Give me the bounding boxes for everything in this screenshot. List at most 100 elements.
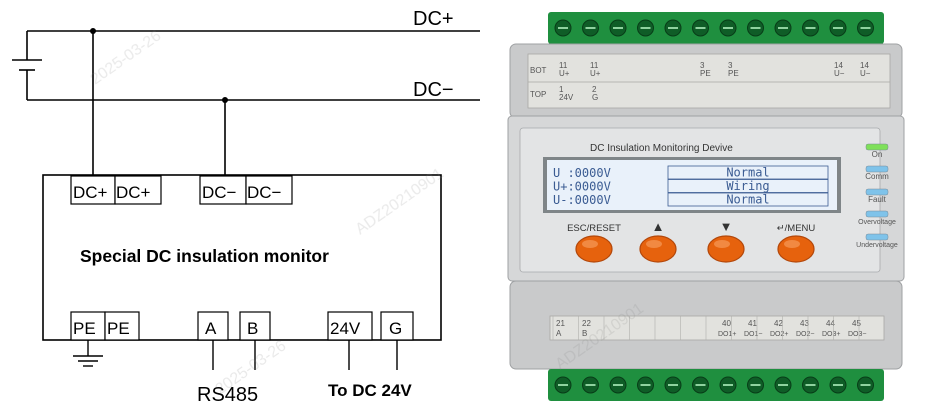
terminal-number: 3 xyxy=(700,61,705,70)
led-on: On xyxy=(865,143,889,159)
terminal-24v: 24V xyxy=(330,319,361,338)
lcd-screen xyxy=(547,160,837,210)
terminal-dc-minus-2: DC− xyxy=(247,183,282,202)
lcd-status-box xyxy=(667,179,829,193)
led-overvoltage: Overvoltage xyxy=(858,210,896,226)
screw-icon xyxy=(719,19,737,37)
terminal-label: DO2− xyxy=(796,331,814,338)
screw-icon xyxy=(637,376,654,394)
lcd-status: Wiring xyxy=(726,179,769,193)
terminal-label: DO2+ xyxy=(770,331,788,338)
terminal-label: 24V xyxy=(559,93,574,102)
terminal-pe-2: PE xyxy=(107,319,130,338)
screw-icon xyxy=(774,19,792,37)
top-row-label: TOP xyxy=(530,90,546,99)
terminal-label: A xyxy=(556,329,562,338)
watermark-text: 2025-03-26 xyxy=(88,27,165,88)
terminal-label: U− xyxy=(834,69,845,78)
button-row: ESC/RESET ▲ ▼ ↵/MENU xyxy=(567,219,816,263)
bottom-terminal-strip xyxy=(548,369,884,401)
screw-icon xyxy=(637,19,654,37)
terminal-dc-plus-1: DC+ xyxy=(73,183,108,202)
wiring-diagram: DC+ DC− DC+ DC+ DC− DC− Special DC insul… xyxy=(12,8,480,406)
terminal-number: 2 xyxy=(592,85,597,94)
terminal-a: A xyxy=(205,319,217,338)
screw-icon xyxy=(747,19,764,37)
lcd-reading: U-:0000V xyxy=(553,193,611,207)
lcd-status: Normal xyxy=(726,166,769,180)
screw-icon xyxy=(802,19,819,37)
terminal-label: U+ xyxy=(559,69,570,78)
lcd-reading: U+:0000V xyxy=(553,180,611,194)
screw-icon xyxy=(719,376,737,394)
device-title: DC Insulation Monitoring Devive xyxy=(590,143,733,154)
top-terminal-strip xyxy=(548,12,884,44)
led-undervoltage: Undervoltage xyxy=(856,233,898,249)
led-label: Undervoltage xyxy=(856,242,898,249)
screw-icon xyxy=(829,19,847,37)
terminal-dc-minus-1: DC− xyxy=(202,183,237,202)
screw-icon xyxy=(692,376,709,394)
terminal-pe-1: PE xyxy=(73,319,96,338)
terminal-label: DO3+ xyxy=(822,331,840,338)
screw-icon xyxy=(829,376,847,394)
esc-reset-button[interactable]: ESC/RESET xyxy=(567,223,621,263)
screw-icon xyxy=(802,376,819,394)
led-label: Overvoltage xyxy=(858,219,896,226)
dc-plus-junction xyxy=(90,28,96,34)
up-button[interactable]: ▲ xyxy=(639,219,677,263)
screw-icon xyxy=(609,376,627,394)
lower-label-panel xyxy=(549,315,885,341)
top-terminal-row xyxy=(70,175,293,205)
terminal-label: U+ xyxy=(590,69,601,78)
bottom-screw-row xyxy=(554,376,874,394)
terminal-number: 41 xyxy=(748,319,757,328)
terminal-label: U− xyxy=(860,69,871,78)
terminal-g: G xyxy=(389,319,402,338)
button-label: ↵/MENU xyxy=(777,223,816,234)
terminal-number: 44 xyxy=(826,319,835,328)
terminal-b: B xyxy=(247,319,258,338)
terminal-number: 14 xyxy=(860,61,869,70)
lcd-status-box xyxy=(667,165,829,180)
down-button[interactable]: ▼ xyxy=(707,219,745,263)
button-label: ▼ xyxy=(720,219,733,234)
screw-icon xyxy=(554,376,572,394)
screw-icon xyxy=(664,376,682,394)
screw-icon xyxy=(582,376,599,394)
terminal-dc-plus-2: DC+ xyxy=(116,183,151,202)
led-fault: Fault xyxy=(865,188,889,204)
led-comm: Comm xyxy=(865,165,889,181)
battery-symbol xyxy=(12,31,42,100)
button-label: ▲ xyxy=(652,219,665,234)
terminal-number: 21 xyxy=(556,319,565,328)
terminal-label: DO1+ xyxy=(718,331,736,338)
terminal-label: B xyxy=(582,329,587,338)
lcd-status: Normal xyxy=(726,193,769,207)
terminal-label: DO1− xyxy=(744,331,762,338)
ground-icon xyxy=(73,355,103,367)
menu-button[interactable]: ↵/MENU xyxy=(777,223,816,263)
monitor-title: Special DC insulation monitor xyxy=(80,246,329,266)
terminal-number: 43 xyxy=(800,319,809,328)
screw-icon xyxy=(582,19,599,37)
bottom-terminal-row xyxy=(70,311,414,341)
lcd-reading: U :0000V xyxy=(553,166,611,180)
terminal-number: 22 xyxy=(582,319,591,328)
dc-minus-junction xyxy=(222,97,228,103)
upper-label-panel xyxy=(527,53,891,109)
terminal-number: 40 xyxy=(722,319,731,328)
terminal-label: PE xyxy=(700,69,711,78)
dc-plus-label: DC+ xyxy=(413,8,454,30)
terminal-number: 42 xyxy=(774,319,783,328)
screw-icon xyxy=(747,376,764,394)
led-label: Comm xyxy=(865,172,889,181)
terminal-number: 11 xyxy=(559,61,568,70)
terminal-number: 1 xyxy=(559,85,564,94)
